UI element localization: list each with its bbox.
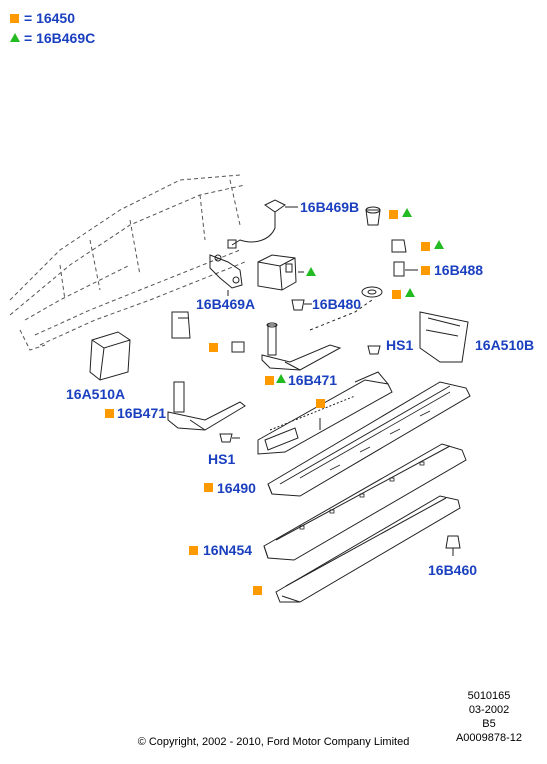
square-icon: [316, 399, 325, 408]
label-16A510A: 16A510A: [66, 386, 126, 402]
label-HS1-left: HS1: [208, 451, 236, 467]
square-icon: [421, 266, 430, 275]
square-icon: [209, 343, 218, 352]
legend-triangle-icon: [10, 33, 20, 42]
legend-square-icon: [10, 14, 19, 23]
square-icon: [105, 409, 114, 418]
square-icon: [189, 546, 198, 555]
diagram-revision: B5: [482, 718, 496, 730]
square-icon: [392, 290, 401, 299]
diagram-date: 03-2002: [468, 704, 510, 716]
legend-16B469C: = 16B469C: [24, 30, 96, 46]
square-icon: [421, 242, 430, 251]
square-icon: [204, 483, 213, 492]
triangle-icon: [405, 288, 415, 297]
label-16490: 16490: [217, 480, 256, 496]
copyright-text: © Copyright, 2002 - 2010, Ford Motor Com…: [137, 736, 410, 748]
triangle-icon: [306, 267, 316, 276]
diagram-reference: A0009878-12: [455, 732, 523, 744]
diagram-code: 5010165: [467, 690, 511, 702]
legend-16450: = 16450: [24, 10, 75, 26]
label-16B488: 16B488: [434, 262, 484, 278]
label-16B469B: 16B469B: [300, 199, 360, 215]
label-HS1-right: HS1: [386, 337, 414, 353]
square-icon: [265, 376, 274, 385]
label-16N454: 16N454: [203, 542, 253, 558]
triangle-icon: [434, 240, 444, 249]
triangle-icon: [276, 374, 286, 383]
label-16B471-left: 16B471: [117, 405, 167, 421]
square-icon: [253, 586, 262, 595]
label-16B460: 16B460: [428, 562, 478, 578]
label-16B469A: 16B469A: [196, 296, 256, 312]
square-icon: [389, 210, 398, 219]
label-16B480: 16B480: [312, 296, 362, 312]
triangle-icon: [402, 208, 412, 217]
label-16B471-mid: 16B471: [288, 372, 338, 388]
label-16A510B: 16A510B: [475, 337, 535, 353]
